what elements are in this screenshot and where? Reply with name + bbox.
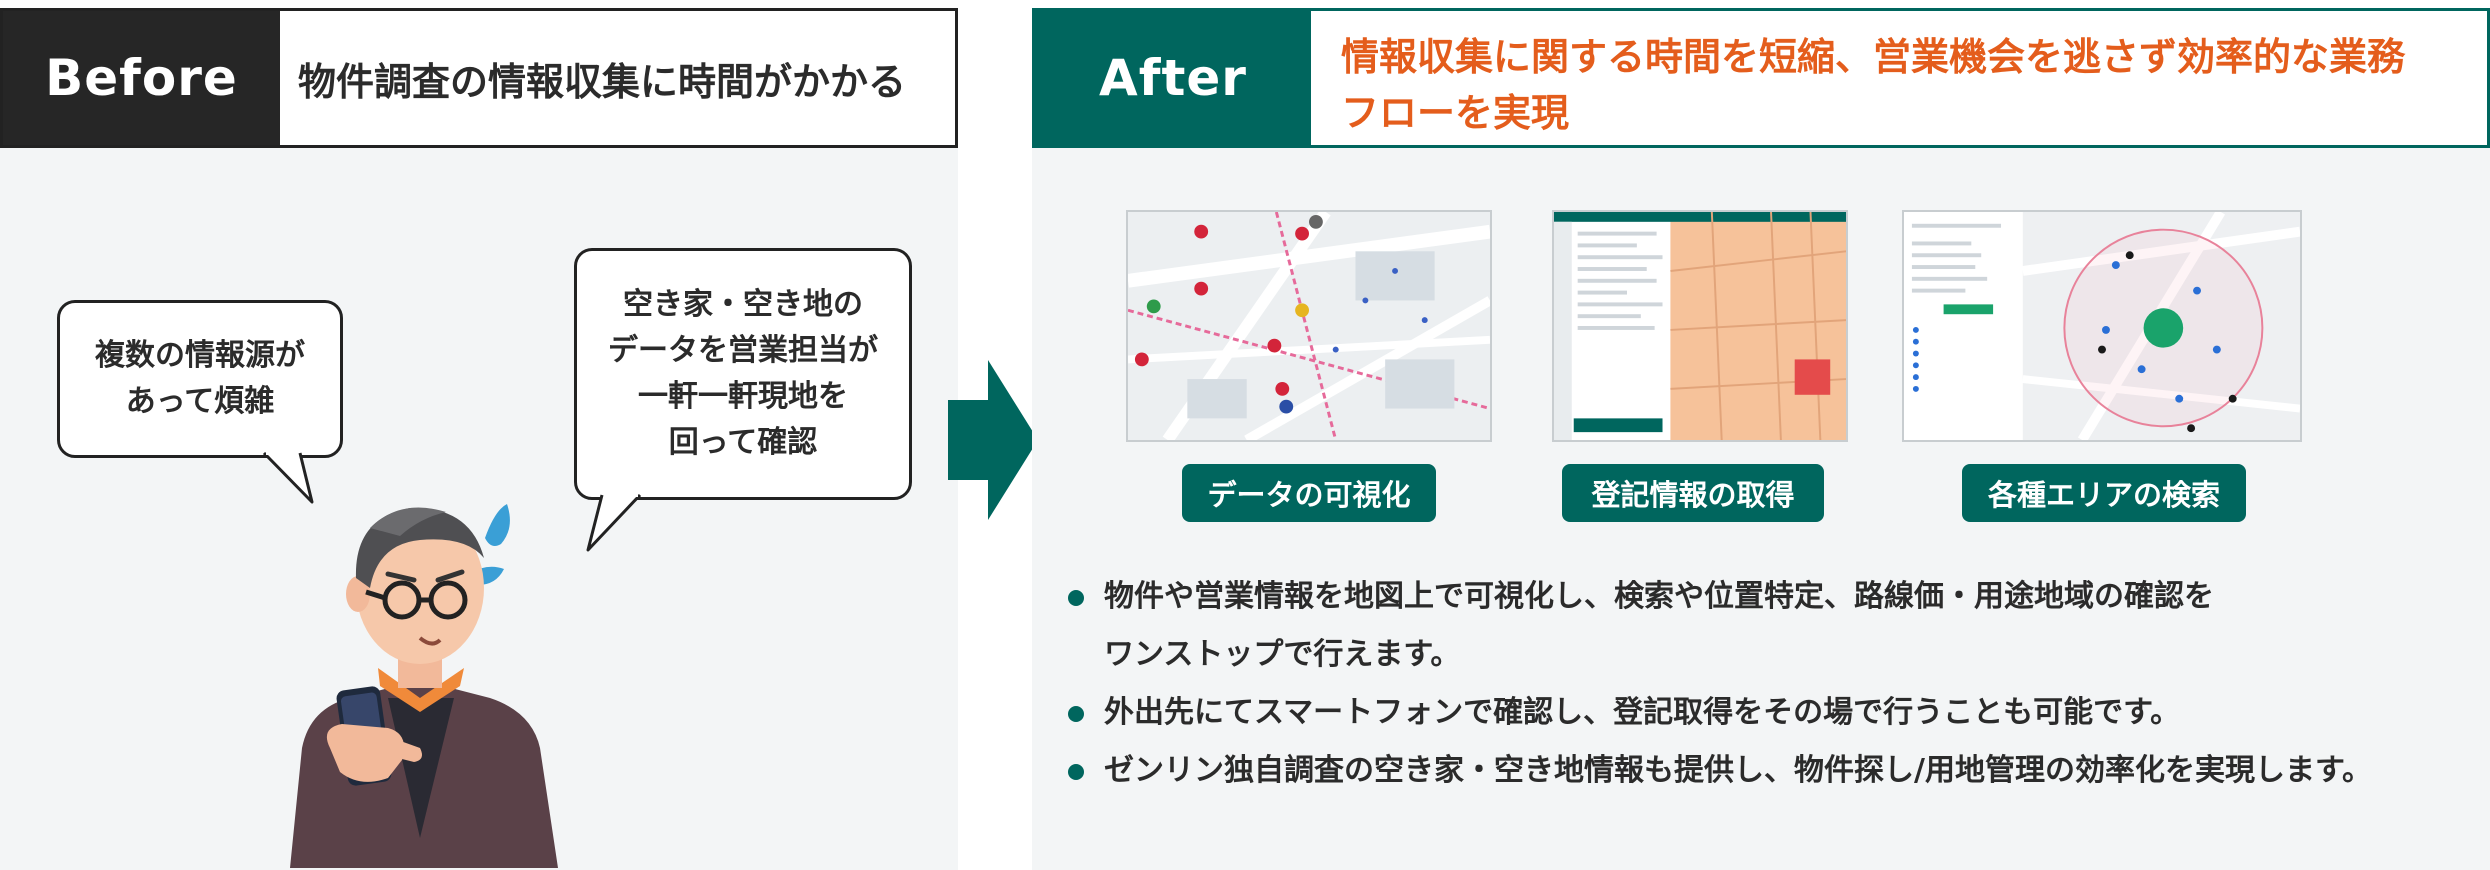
after-tag: After — [1035, 11, 1311, 145]
bubble-left-line: あって煩雑 — [125, 384, 275, 419]
benefit-item: ゼンリン独自調査の空き家・空き地情報も提供し、物件探し/用地管理の効率化を実現し… — [1062, 742, 2482, 800]
speech-bubble-left: 複数の情報源が あって煩雑 — [57, 300, 343, 458]
after-body: データの可視化 登記情報の取得 各種エリアの検索 物件や営業情報を地図上で可視化… — [1032, 148, 2490, 870]
before-tag: Before — [3, 11, 280, 145]
bubble-left-line: 複数の情報源が — [95, 338, 305, 373]
bubble-left-tail — [262, 452, 314, 504]
before-body: 複数の情報源が あって煩雑 空き家・空き地の データを営業担当が 一軒一軒現地を… — [0, 148, 958, 870]
benefit-list: 物件や営業情報を地図上で可視化し、検索や位置特定、路線価・用途地域の確認を ワン… — [1062, 568, 2482, 800]
speech-bubble-right: 空き家・空き地の データを営業担当が 一軒一軒現地を 回って確認 — [574, 248, 912, 500]
before-title: 物件調査の情報収集に時間がかかる — [298, 59, 907, 104]
map-visualization-screenshot — [1126, 210, 1492, 442]
bubble-right-line: 回って確認 — [668, 425, 818, 460]
bullet-dot-icon — [1068, 764, 1084, 780]
feature-pill-data-visualization: データの可視化 — [1182, 464, 1436, 522]
benefit-text-line: ゼンリン独自調査の空き家・空き地情報も提供し、物件探し/用地管理の効率化を実現し… — [1104, 753, 2372, 788]
after-title-line: フローを実現 — [1341, 91, 1570, 135]
before-header: Before 物件調査の情報収集に時間がかかる — [0, 8, 958, 148]
area-search-image — [1904, 212, 2300, 440]
registry-info-screenshot — [1552, 210, 1848, 442]
feature-pill-registry-info: 登記情報の取得 — [1562, 464, 1824, 522]
bullet-dot-icon — [1068, 706, 1084, 722]
benefit-item: 外出先にてスマートフォンで確認し、登記取得をその場で行うことも可能です。 — [1062, 684, 2482, 742]
bubble-right-line: 一軒一軒現地を — [638, 379, 848, 414]
worried-businessman-illustration — [290, 504, 558, 868]
feature-pill-area-search: 各種エリアの検索 — [1962, 464, 2246, 522]
after-header: After 情報収集に関する時間を短縮、営業機会を逃さず効率的な業務 フローを実… — [1032, 8, 2490, 148]
after-title: 情報収集に関する時間を短縮、営業機会を逃さず効率的な業務 フローを実現 — [1341, 29, 2471, 141]
benefit-text-line: ワンストップで行えます。 — [1104, 637, 1461, 672]
benefit-text-line: 物件や営業情報を地図上で可視化し、検索や位置特定、路線価・用途地域の確認を — [1104, 579, 2214, 614]
benefit-item: 物件や営業情報を地図上で可視化し、検索や位置特定、路線価・用途地域の確認を ワン… — [1062, 568, 2482, 684]
bullet-dot-icon — [1068, 590, 1084, 606]
bubble-right-line: 空き家・空き地の — [623, 287, 863, 322]
right-arrow-icon — [948, 360, 1038, 520]
bubble-right-line: データを営業担当が — [608, 333, 878, 368]
map-pins-image — [1128, 212, 1490, 440]
area-search-screenshot — [1902, 210, 2302, 442]
before-panel: Before 物件調査の情報収集に時間がかかる 複数の情報源が あって煩雑 空き… — [0, 8, 958, 870]
registry-map-image — [1554, 212, 1846, 440]
benefit-text-line: 外出先にてスマートフォンで確認し、登記取得をその場で行うことも可能です。 — [1104, 695, 2181, 730]
after-title-line: 情報収集に関する時間を短縮、営業機会を逃さず効率的な業務 — [1341, 35, 2406, 79]
bubble-right-tail — [586, 494, 642, 552]
after-panel: After 情報収集に関する時間を短縮、営業機会を逃さず効率的な業務 フローを実… — [1032, 8, 2490, 870]
